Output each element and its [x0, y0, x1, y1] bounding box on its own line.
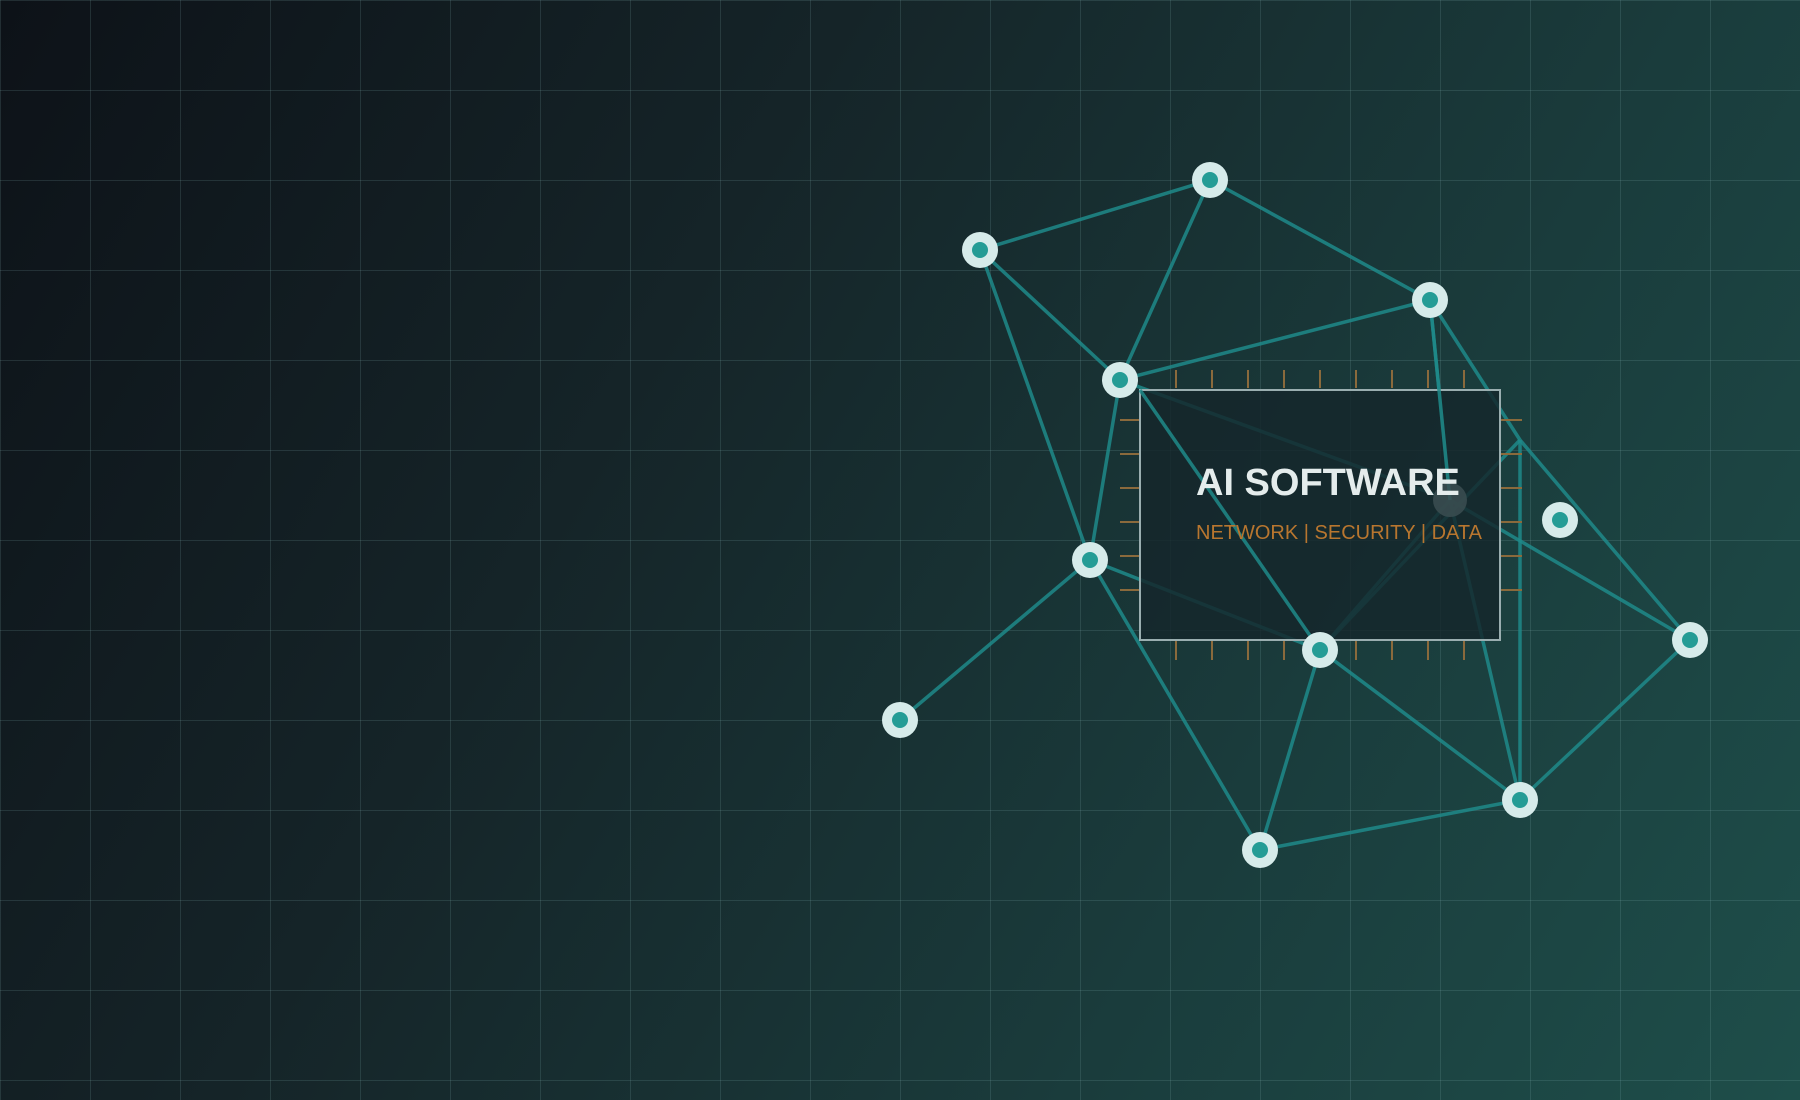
network-edge — [1428, 299, 1452, 501]
network-edge — [1138, 389, 1322, 651]
chip-subtitle: NETWORK | SECURITY | DATA — [1196, 522, 1483, 544]
network-node — [1542, 502, 1578, 538]
ai-chip: AI SOFTWARE NETWORK | SECURITY | DATA — [1120, 299, 1522, 660]
network-node — [1502, 782, 1538, 818]
network-node — [1242, 832, 1278, 868]
network-edge — [898, 558, 1092, 722]
network-node — [1102, 362, 1138, 398]
network-node — [1672, 622, 1708, 658]
network-edge — [1118, 179, 1212, 381]
network-node — [1192, 162, 1228, 198]
network-nodes — [882, 162, 1708, 868]
network-edge — [1258, 649, 1322, 851]
network-edge — [978, 248, 1122, 382]
network-node — [1072, 542, 1108, 578]
chip-pins — [1120, 370, 1522, 660]
network-node — [1302, 632, 1338, 668]
network-node — [882, 702, 918, 738]
network-edge — [1088, 559, 1262, 851]
network-edge — [1259, 798, 1521, 852]
network-node — [1412, 282, 1448, 318]
network-edge — [1428, 299, 1522, 441]
network-node — [962, 232, 998, 268]
network-node-faded — [1433, 483, 1467, 517]
network-edge — [1088, 379, 1122, 561]
network-edge — [979, 178, 1211, 252]
network-edge — [1518, 638, 1692, 802]
network-edge — [1119, 298, 1431, 382]
chip-body — [1139, 389, 1501, 641]
network-edge — [1318, 648, 1522, 802]
chip-title: AI SOFTWARE — [1196, 462, 1460, 504]
network-edge — [978, 249, 1092, 561]
network-edge — [1209, 178, 1431, 302]
network-edge — [1518, 438, 1692, 642]
